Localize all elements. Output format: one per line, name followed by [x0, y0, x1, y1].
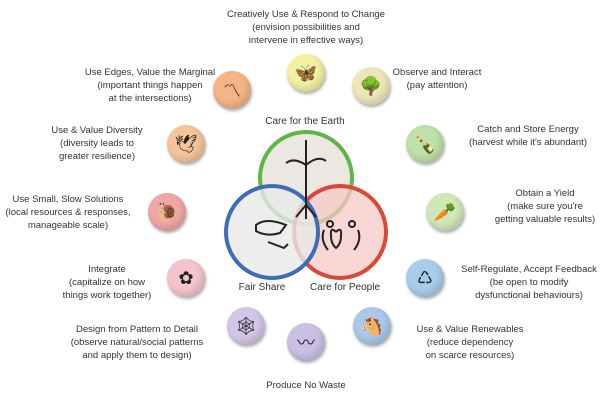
principle-renewables: Use & Value Renewables(reduce dependency… — [416, 324, 524, 361]
tree-icon: 🌳 — [352, 67, 390, 105]
principle-observe: Observe and Interact(pay attention) — [392, 67, 482, 91]
ethic-care-people-label: Care for People — [309, 282, 381, 293]
principle-change: Creatively Use & Respond to Change(envis… — [227, 9, 385, 46]
fair-share-circle — [224, 184, 320, 280]
principle-edges: Use Edges, Value the Marginal(important … — [84, 67, 216, 104]
seedling-icon — [285, 140, 327, 219]
feedback-icon: ♺ — [406, 259, 444, 297]
spiderweb-icon: 🕸 — [227, 307, 265, 345]
snail-icon: 🐌 — [148, 193, 186, 231]
flower-icon: ✿ — [167, 259, 205, 297]
horse-icon: 🐴 — [353, 307, 391, 345]
edges-icon: 〽 — [213, 71, 251, 109]
bird-icon: 🕊 — [167, 125, 205, 163]
worm-icon: 〰 — [287, 323, 325, 361]
principle-waste: Produce No Waste — [266, 380, 346, 391]
bottle-icon: 🍾 — [406, 125, 444, 163]
principle-energy: Catch and Store Energy(harvest while it'… — [469, 124, 587, 148]
principle-diversity: Use & Value Diversity(diversity leads to… — [51, 125, 143, 162]
beet-icon: 🥕 — [426, 193, 464, 231]
principle-feedback: Self-Regulate, Accept Feedback(be open t… — [461, 264, 597, 301]
ethic-care-earth-label: Care for the Earth — [265, 116, 345, 127]
sharing-hands-icon — [255, 220, 289, 250]
people-icon — [321, 220, 361, 251]
butterfly-icon: 🦋 — [287, 54, 325, 92]
principle-pattern: Design from Pattern to Detail(observe na… — [70, 324, 204, 361]
principle-small-slow: Use Small, Slow Solutions(local resource… — [5, 194, 131, 231]
ethic-fair-share-label: Fair Share — [238, 282, 286, 293]
